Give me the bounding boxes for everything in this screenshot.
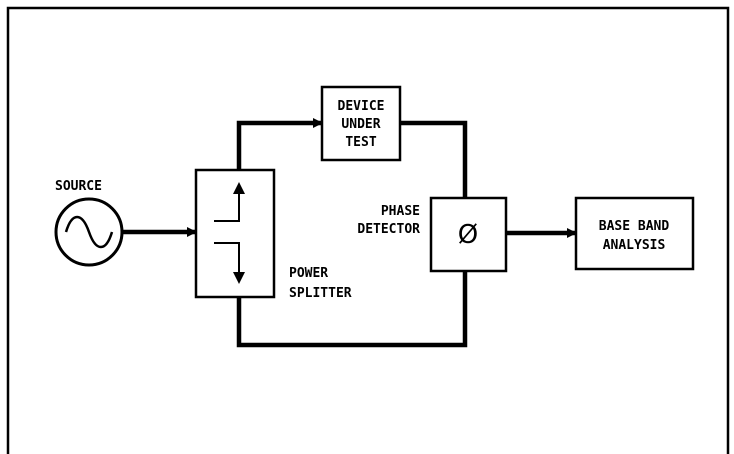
baseband-analysis-block: BASE BAND ANALYSIS (574, 196, 695, 271)
power-splitter-block: POWER SPLITTER (194, 168, 352, 301)
sine-wave-icon (64, 215, 114, 249)
splitter-to-dut-line (236, 118, 323, 170)
source-label: SOURCE (55, 179, 102, 194)
splitter-up-arrow-icon (233, 182, 245, 194)
dut-label-line2: UNDER (341, 117, 380, 132)
phase-label-line1: PHASE (381, 204, 420, 219)
splitter-to-detector-line (236, 271, 468, 348)
phase-label-line2: DETECTOR (357, 222, 420, 237)
baseband-label-line1: BASE BAND (599, 219, 670, 234)
power-label-line1: POWER (289, 266, 328, 281)
device-under-test-block: DEVICE UNDER TEST (320, 85, 402, 162)
frame-border (6, 6, 730, 454)
phase-detector-block: Ø PHASE DETECTOR (357, 196, 508, 273)
power-splitter-box (194, 168, 276, 299)
dut-label-line1: DEVICE (338, 99, 385, 114)
dut-label-line3: TEST (345, 135, 376, 150)
dut-to-detector-line (400, 120, 468, 198)
baseband-label-line2: ANALYSIS (603, 238, 666, 253)
splitter-lower-path (214, 242, 240, 274)
baseband-analysis-box (574, 196, 695, 271)
phase-symbol: Ø (458, 220, 478, 250)
power-label-line2: SPLITTER (289, 286, 352, 301)
splitter-upper-path (214, 192, 240, 222)
device-under-test-box (320, 85, 402, 162)
phase-detector-box (429, 196, 508, 273)
source-block: SOURCE (54, 179, 124, 267)
splitter-down-arrow-icon (233, 272, 245, 284)
